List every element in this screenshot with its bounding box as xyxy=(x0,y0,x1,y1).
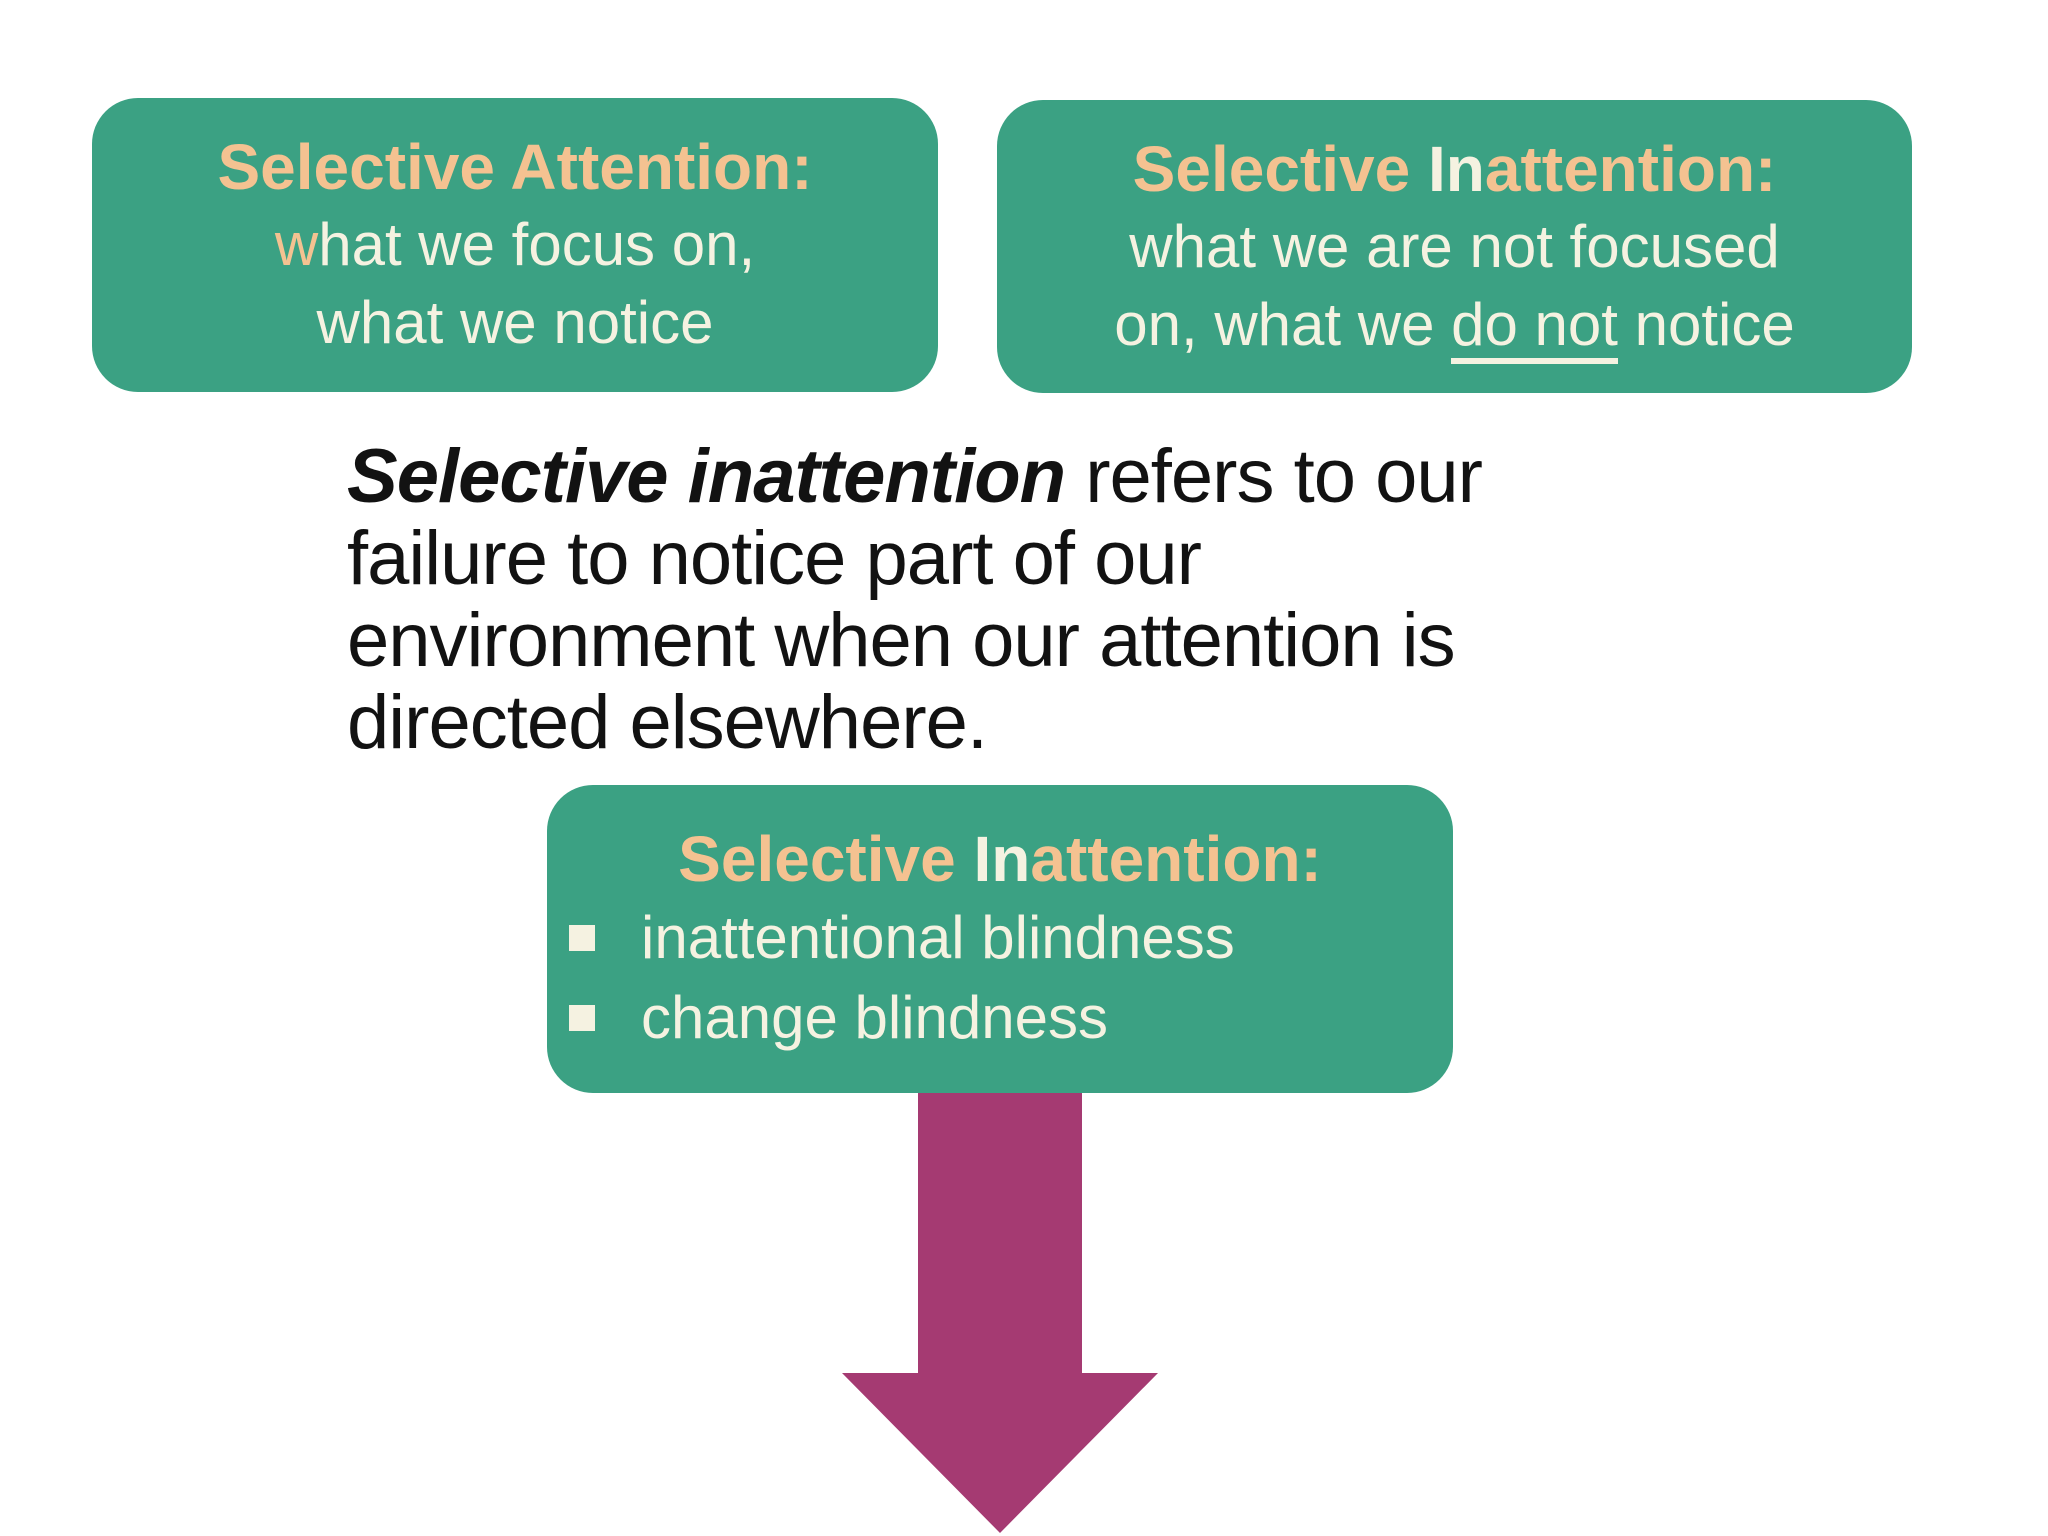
title-post: attention: xyxy=(1484,132,1777,205)
inattention-box: Selective Inattention: what we are not f… xyxy=(997,100,1912,393)
inattention-box-line2: on, what we do not notice xyxy=(997,286,1912,364)
definition-emphasis: Selective inattention xyxy=(347,434,1066,519)
inattention-box-line1: what we are not focused xyxy=(1129,212,1780,280)
line2-post: notice xyxy=(1617,290,1795,358)
definition-line1: Selective inattention refers to our xyxy=(347,434,1483,519)
line2-pre: on, what we xyxy=(1114,290,1452,358)
types-box: Selective Inattention: inattentional bli… xyxy=(547,785,1453,1093)
title-in-highlight: In xyxy=(1427,132,1485,205)
inattention-box-title: Selective Inattention: xyxy=(997,130,1912,208)
types-box-title: Selective Inattention: xyxy=(547,820,1453,898)
title-pre: Selective xyxy=(1132,132,1428,205)
bullet-item: change blindness xyxy=(547,978,1453,1058)
attention-box-line1: what we focus on, xyxy=(92,206,938,284)
bullet-text: inattentional blindness xyxy=(641,904,1235,971)
square-bullet-icon xyxy=(569,1005,595,1031)
title-post: attention: xyxy=(1030,823,1322,895)
definition-line2: failure to notice part of our xyxy=(347,516,1202,601)
bullet-item: inattentional blindness xyxy=(547,898,1453,978)
down-arrow xyxy=(842,1093,1158,1533)
bullet-text: change blindness xyxy=(641,984,1109,1051)
definition-paragraph: Selective inattention refers to our fail… xyxy=(347,434,1483,765)
do-not-underlined: do not xyxy=(1451,290,1618,364)
attention-box: Selective Attention: what we focus on, w… xyxy=(92,98,938,392)
title-pre: Selective xyxy=(678,823,974,895)
attention-box-title: Selective Attention: xyxy=(217,131,813,203)
definition-line3: environment when our attention is xyxy=(347,598,1456,683)
highlight-letter: w xyxy=(274,211,319,278)
definition-line4: directed elsewhere. xyxy=(347,680,988,765)
attention-box-line1-rest: hat we focus on, xyxy=(318,211,756,278)
title-in-highlight: In xyxy=(973,823,1031,895)
definition-line1-rest: refers to our xyxy=(1065,434,1483,519)
square-bullet-icon xyxy=(569,925,595,951)
attention-box-line2: what we notice xyxy=(316,289,714,356)
